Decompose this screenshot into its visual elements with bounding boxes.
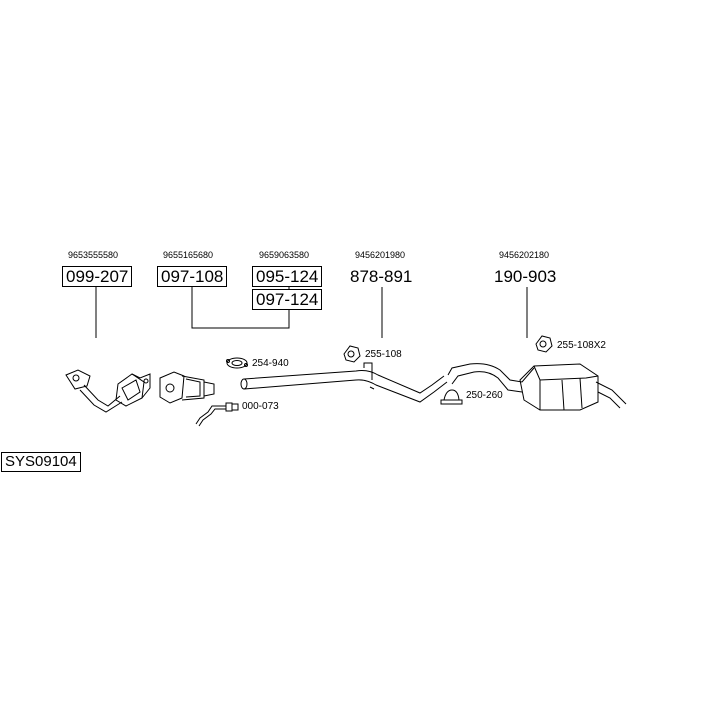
sensor-pipe-part [196, 403, 238, 426]
part-number-097-108[interactable]: 097-108 [157, 266, 228, 287]
oe-number-878-891: 9456201980 [355, 250, 406, 260]
oe-number-097-108: 9655165680 [163, 250, 214, 260]
part-number-095-124[interactable]: 095-124 [252, 266, 323, 287]
oe-number-190-903: 9456202180 [499, 250, 550, 260]
rear-silencer-part [448, 364, 626, 410]
part-number-878-891[interactable]: 878-891 [350, 267, 413, 286]
intermediate-pipe-part [241, 363, 447, 402]
catalyst-part [160, 372, 214, 403]
clamp-part [441, 390, 462, 404]
gasket-part [227, 358, 248, 368]
accessory-label-250-260[interactable]: 250-260 [466, 390, 503, 401]
part-number-190-903[interactable]: 190-903 [494, 267, 557, 286]
part-number-099-207[interactable]: 099-207 [62, 266, 133, 287]
accessory-label-255-108x2[interactable]: 255-108X2 [557, 340, 606, 351]
accessory-label-254-940[interactable]: 254-940 [252, 358, 289, 369]
accessory-label-000-073[interactable]: 000-073 [242, 401, 279, 412]
oe-number-099-207: 9653555580 [68, 250, 119, 260]
rubber-hanger-part [344, 346, 360, 362]
rubber-hanger-pair-part [536, 336, 552, 352]
part-number-097-124[interactable]: 097-124 [252, 289, 323, 310]
manifold-catalyst-part [66, 370, 150, 412]
accessory-label-255-108[interactable]: 255-108 [365, 349, 402, 360]
oe-number-095-124: 9659063580 [259, 250, 310, 260]
system-code-label: SYS09104 [1, 452, 81, 472]
leader-line-097-108-097-124 [192, 287, 289, 328]
